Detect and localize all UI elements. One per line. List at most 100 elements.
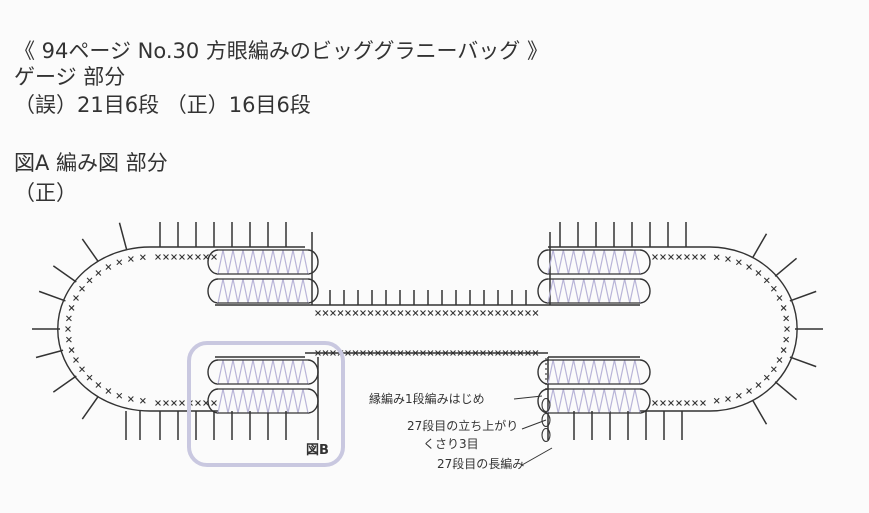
sc-mark (211, 254, 217, 260)
mesh-stitch (567, 359, 580, 385)
sc-mark (713, 397, 720, 404)
figure-b-label: 図B (306, 443, 329, 458)
mesh-stitch (267, 359, 279, 385)
sc-mark (532, 350, 539, 356)
sc-mark (139, 254, 146, 261)
sc-mark (345, 350, 351, 356)
sc-mark (684, 400, 690, 406)
sc-mark (692, 400, 698, 406)
mesh-stitch (608, 278, 621, 304)
mesh-stitch (287, 388, 299, 414)
mesh-stitch (277, 278, 289, 304)
mesh-stitch (217, 249, 229, 275)
mesh-stitch (588, 278, 600, 304)
mesh-stitch (629, 278, 641, 304)
sc-mark (337, 310, 344, 316)
sc-mark (735, 392, 742, 399)
turn-cap-right (639, 249, 651, 275)
mesh-stitch (629, 388, 641, 414)
sc-mark (684, 254, 690, 260)
mesh-stitch (247, 249, 259, 275)
sc-mark (502, 310, 509, 316)
sc-mark (776, 357, 783, 363)
figure-title: 図A 編み図 部分 (14, 151, 168, 175)
sc-mark (382, 350, 389, 356)
sc-mark (315, 310, 321, 316)
turn-cap-right (307, 359, 319, 385)
sc-mark (397, 310, 404, 316)
turn-cap-left (207, 278, 219, 304)
sc-mark (676, 254, 682, 260)
sc-mark (450, 310, 456, 316)
mesh-stitch (277, 359, 289, 385)
mesh-stitch (247, 388, 259, 414)
sc-mark (405, 310, 411, 316)
turn-cap-right (639, 388, 651, 414)
sc-mark (330, 310, 336, 316)
sc-mark (495, 310, 501, 316)
sc-mark (517, 310, 524, 316)
gauge-label: ゲージ 部分 (14, 65, 126, 89)
sc-mark (763, 277, 770, 284)
callout-row27-dc: 27段目の長編み (437, 456, 524, 471)
sc-mark (195, 400, 201, 406)
sc-mark (427, 310, 434, 316)
turn-cap-right (639, 359, 651, 385)
sc-mark (668, 400, 674, 406)
sc-mark (763, 374, 770, 381)
sc-mark (352, 350, 359, 356)
sc-mark (713, 254, 720, 261)
sc-mark (783, 336, 790, 343)
mesh-stitch (608, 359, 621, 385)
mesh-stitch (257, 278, 269, 304)
mesh-stitch (227, 278, 239, 304)
mesh-stitch (557, 249, 570, 275)
sc-mark (412, 350, 419, 356)
sc-mark (692, 254, 698, 260)
sc-mark (211, 400, 217, 406)
sc-mark (367, 350, 374, 356)
sc-mark (668, 254, 674, 260)
sc-mark (510, 350, 516, 356)
sc-mark (660, 400, 666, 406)
mesh-stitch (287, 249, 299, 275)
sc-mark (427, 350, 434, 356)
sc-mark (700, 400, 706, 406)
sc-mark (420, 310, 426, 316)
sc-mark (735, 259, 742, 266)
chain-stitch-marks (541, 358, 551, 443)
sc-mark (502, 350, 509, 356)
sc-mark (676, 400, 682, 406)
sc-mark (652, 400, 658, 406)
sc-mark (442, 350, 449, 356)
sc-mark (315, 350, 321, 356)
mesh-stitch (557, 388, 570, 414)
mesh-stitch (247, 359, 259, 385)
sc-mark (360, 350, 366, 356)
sc-mark (435, 310, 441, 316)
sc-mark (784, 326, 790, 332)
mesh-stitch (217, 278, 229, 304)
sc-mark (725, 256, 731, 262)
sc-mark (79, 366, 85, 373)
spoke (38, 290, 66, 302)
mesh-stitch (598, 249, 610, 275)
turn-cap-left (207, 249, 219, 275)
sc-mark (755, 382, 762, 388)
sc-mark (95, 382, 102, 388)
sc-mark (155, 254, 161, 260)
mesh-stitch (557, 278, 570, 304)
sc-mark (105, 264, 112, 270)
outer-right-edge (548, 246, 798, 412)
border-stitch-spokes (32, 222, 823, 440)
sc-mark (179, 400, 185, 406)
spoke (774, 381, 798, 401)
chain-oval (541, 412, 551, 428)
sc-mark (495, 350, 501, 356)
sc-mark (163, 400, 169, 406)
sc-mark (195, 254, 201, 260)
sc-mark (660, 254, 666, 260)
sc-mark (203, 254, 209, 260)
mesh-stitch (267, 278, 279, 304)
